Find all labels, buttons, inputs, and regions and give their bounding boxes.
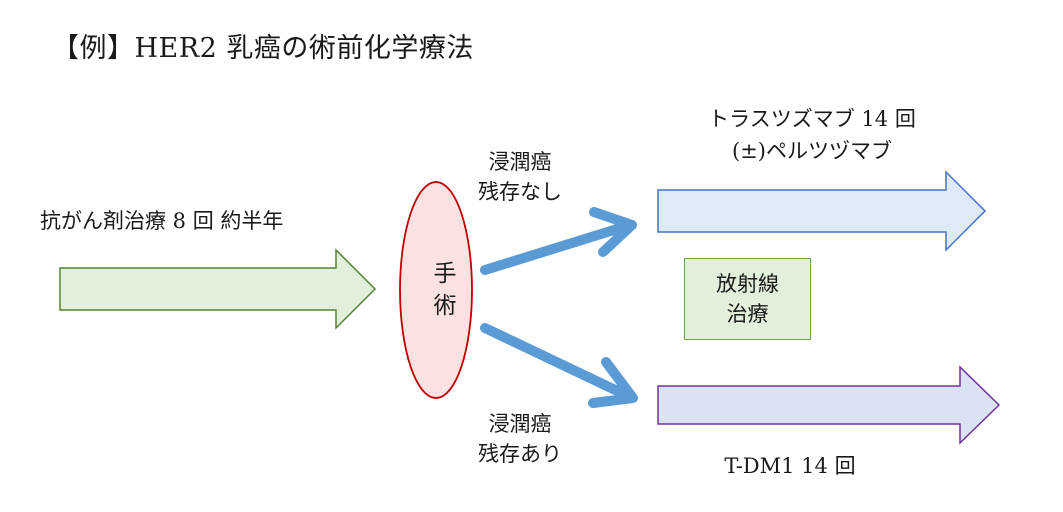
branch-arrow-down (480, 323, 638, 408)
trastuzumab-line2: (±)ペルツヅマブ (732, 139, 892, 163)
no-residual-line2: 残存なし (478, 180, 562, 204)
residual-line2: 残存あり (478, 442, 562, 466)
no-residual-label: 浸潤癌 残存なし (478, 147, 562, 207)
tdm1-label: T-DM1 14 回 (724, 454, 856, 478)
page-title: 【例】HER2 乳癌の術前化学療法 (52, 33, 474, 64)
no-residual-line1: 浸潤癌 (488, 150, 552, 174)
surgery-label: 手 術 (415, 258, 475, 322)
branch-arrow-up (480, 207, 637, 275)
chemo-arrow (59, 248, 377, 330)
tdm1-arrow (657, 365, 1001, 445)
surgery-ellipse (399, 181, 473, 399)
surgery-line1: 手 (433, 261, 457, 287)
radiation-line2: 治療 (726, 302, 769, 326)
residual-line1: 浸潤癌 (488, 412, 552, 436)
radiation-line1: 放射線 (716, 272, 779, 296)
trastuzumab-arrow (657, 170, 987, 252)
chemo-label: 抗がん剤治療 8 回 約半年 (40, 209, 284, 233)
surgery-line2: 術 (433, 293, 457, 319)
trastuzumab-line1: トラスツズマブ 14 回 (708, 107, 916, 131)
radiation-box: 放射線 治療 (684, 258, 811, 340)
residual-label: 浸潤癌 残存あり (478, 409, 562, 469)
trastuzumab-label: トラスツズマブ 14 回 (±)ペルツヅマブ (662, 103, 962, 167)
